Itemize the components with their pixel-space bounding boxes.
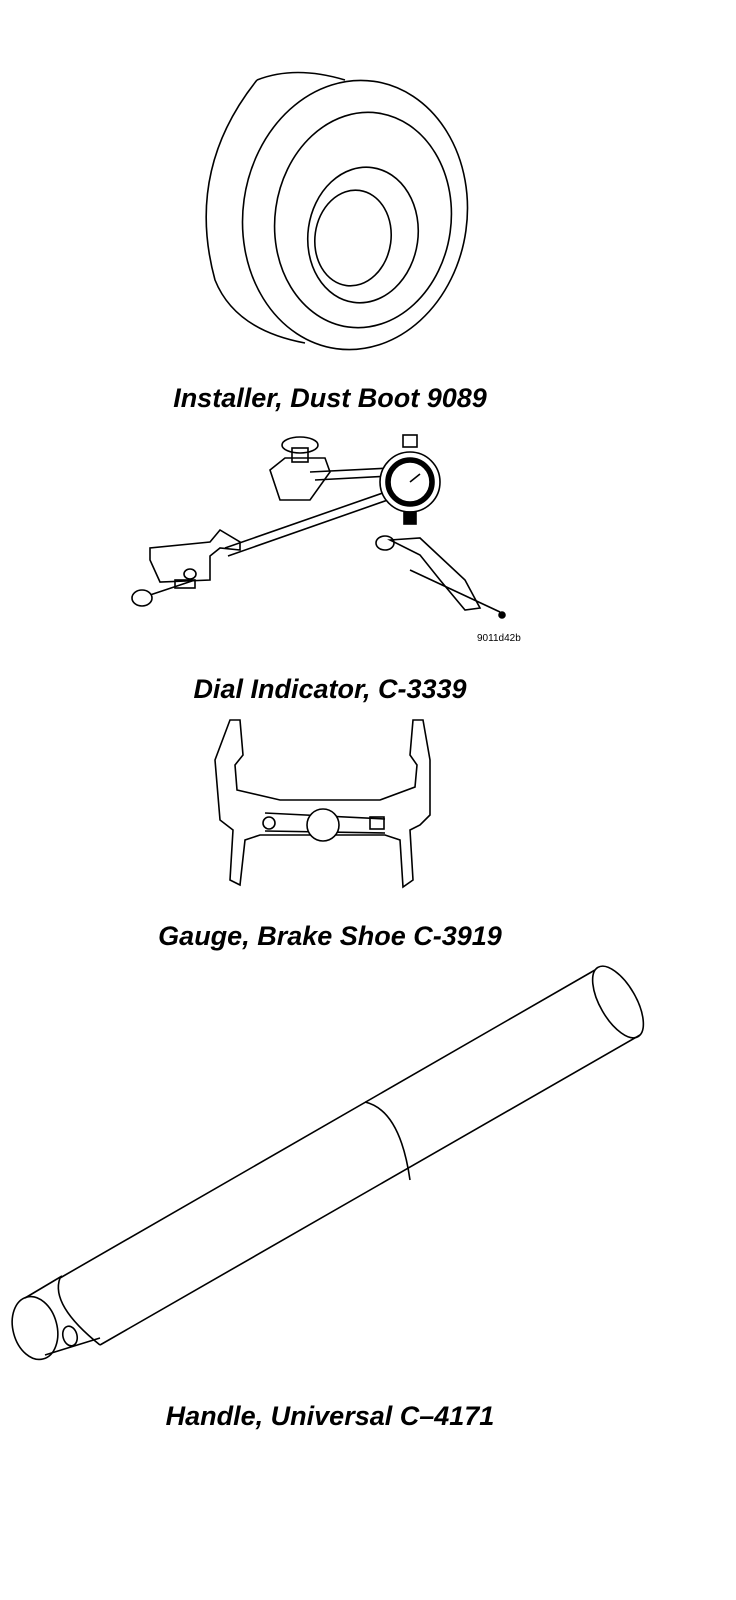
universal-handle-illustration: [0, 960, 680, 1380]
caption-dial-indicator: Dial Indicator, C-3339: [193, 674, 467, 704]
dial-indicator-illustration: [120, 430, 540, 640]
caption-dust-boot-installer: Installer, Dust Boot 9089: [173, 383, 487, 413]
dust-boot-installer-illustration: [195, 60, 475, 360]
caption-brake-shoe-gauge: Gauge, Brake Shoe C-3919: [158, 921, 502, 951]
brake-shoe-gauge-illustration: [205, 715, 455, 895]
caption-universal-handle: Handle, Universal C–4171: [165, 1401, 495, 1431]
figure-code: 9011d42b: [477, 633, 521, 644]
